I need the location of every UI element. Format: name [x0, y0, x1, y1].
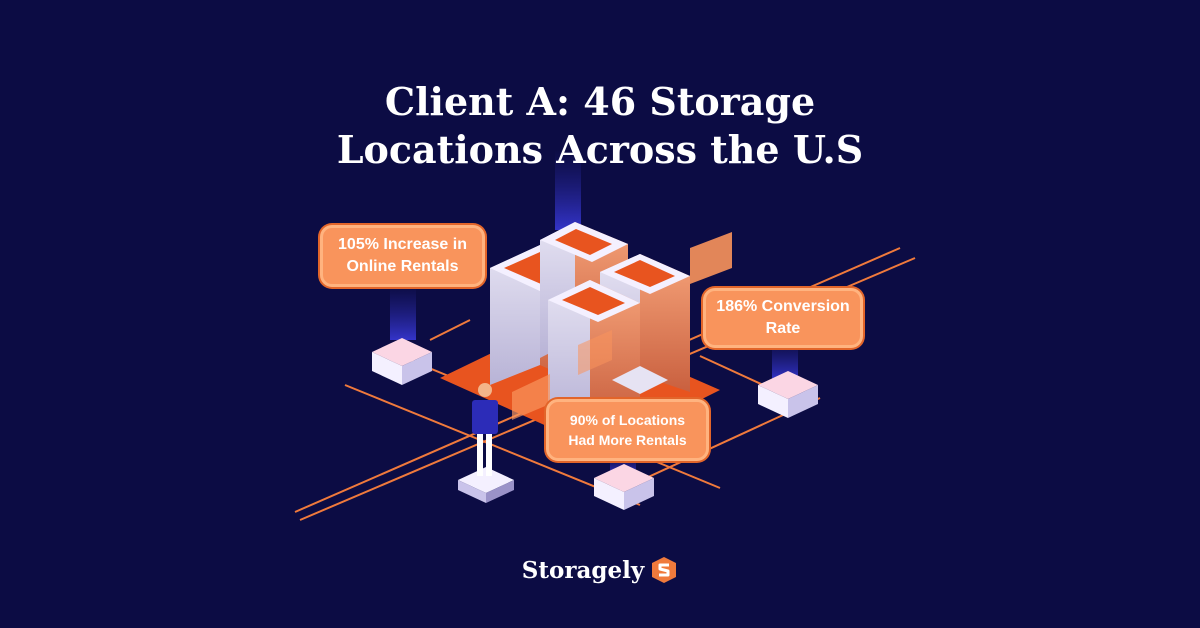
stat-callout-locations: 90% of Locations Had More Rentals — [546, 399, 709, 461]
data-panel — [512, 374, 550, 420]
person-figure — [458, 383, 514, 503]
stat-line: 186% Conversion — [716, 298, 850, 315]
stat-callout-conversion-rate: 186% Conversion Rate — [703, 288, 863, 348]
light-beam — [555, 150, 581, 230]
title-line-2: Locations Across the U.S — [336, 127, 864, 172]
light-beam — [390, 285, 416, 340]
storage-box — [758, 371, 818, 418]
storage-box — [372, 338, 432, 385]
lock-panel — [690, 232, 732, 284]
page-title: Client A: 46 Storage Locations Across th… — [0, 78, 1200, 174]
laptop — [612, 366, 668, 394]
stat-line: Rate — [765, 320, 801, 337]
stat-line: 105% Increase in — [338, 236, 467, 253]
stat-line: Had More Rentals — [568, 432, 687, 448]
storagely-s-logo-icon — [652, 557, 677, 583]
title-line-1: Client A: 46 Storage — [384, 79, 816, 124]
brand-logo: Storagely — [0, 556, 1200, 584]
stat-line: Online Rentals — [346, 258, 459, 275]
storage-box — [594, 464, 654, 510]
stat-line: 90% of Locations — [569, 412, 686, 428]
brand-name: Storagely — [521, 556, 645, 584]
data-panel — [578, 330, 612, 375]
stat-callout-online-rentals: 105% Increase in Online Rentals — [320, 225, 485, 287]
